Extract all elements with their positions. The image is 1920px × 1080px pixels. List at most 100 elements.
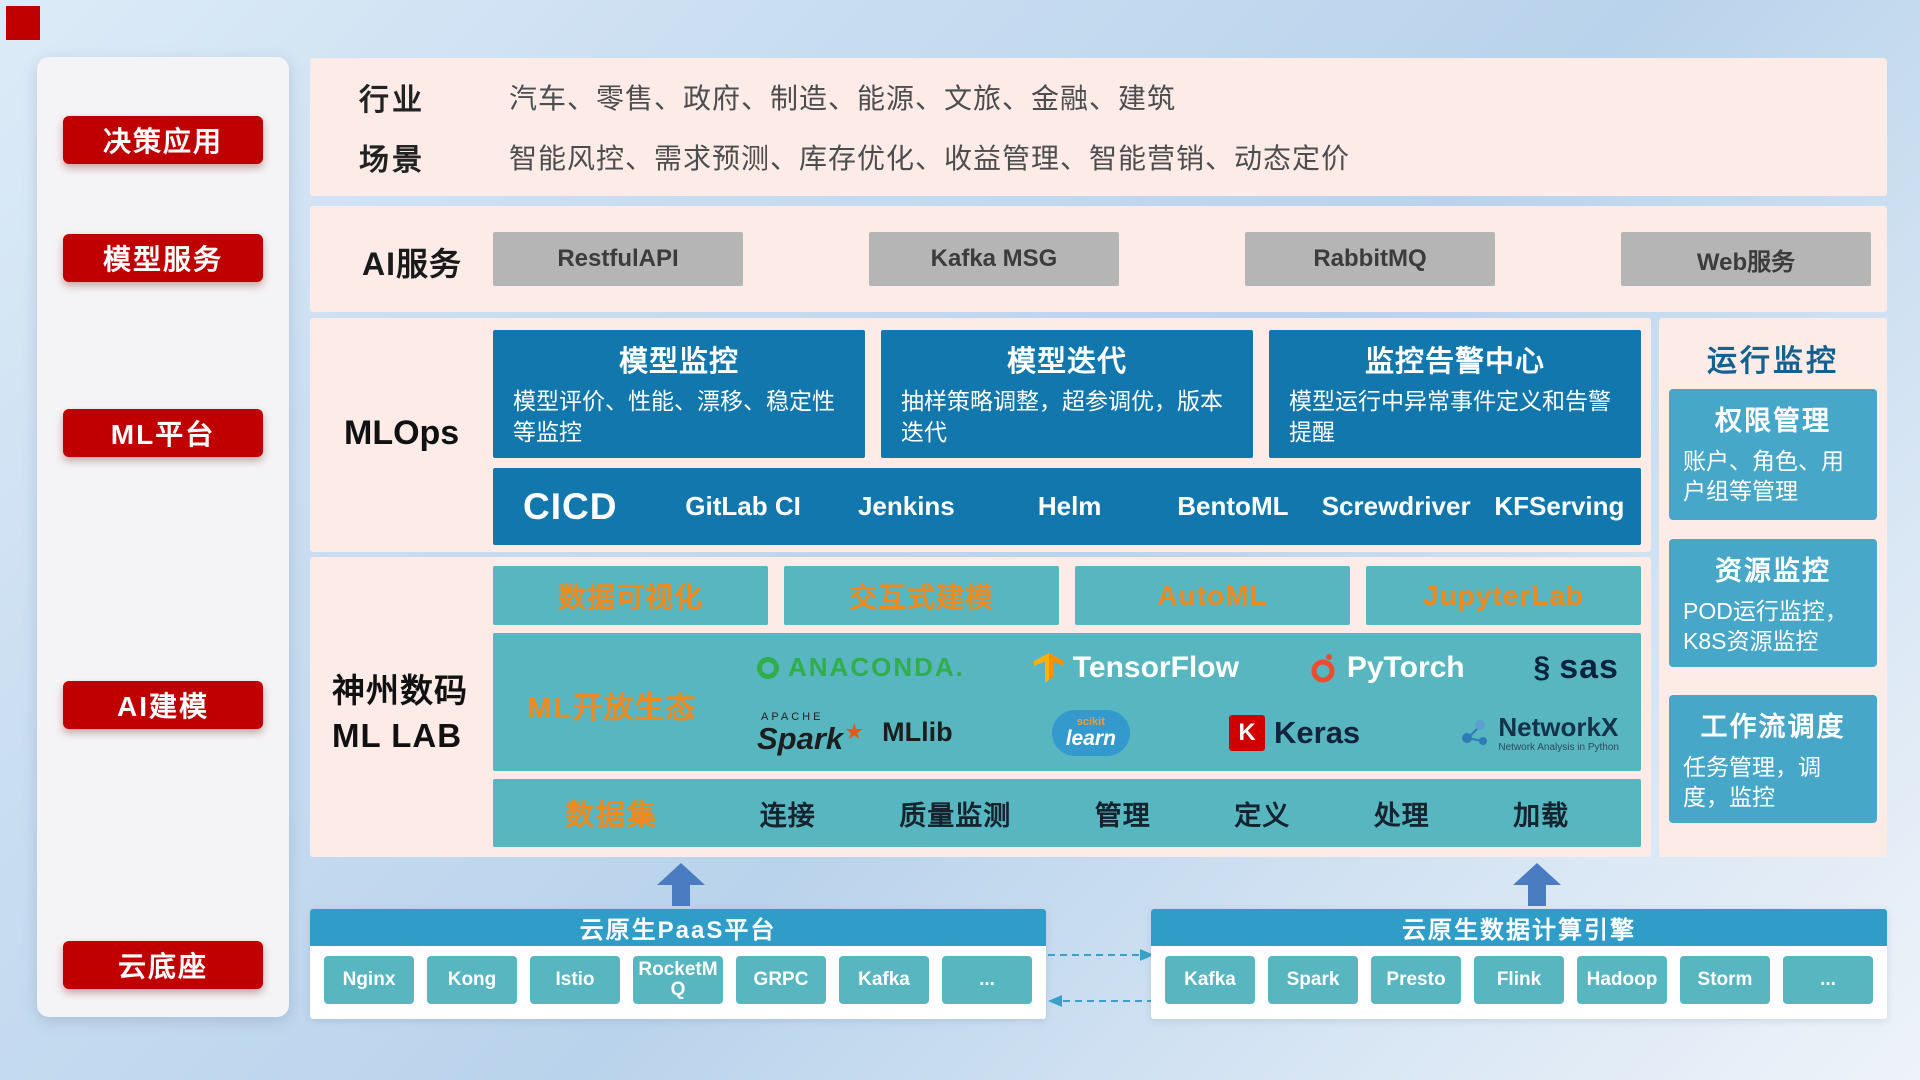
sidebar-item-ml-platform: ML平台	[63, 409, 263, 457]
sidebar-item-ai-modeling: AI建模	[63, 681, 263, 729]
sas-wordmark: sas	[1559, 648, 1619, 687]
permission-management-card: 权限管理 账户、角色、用户组等管理	[1669, 389, 1877, 520]
kfserving-item: KFServing	[1494, 491, 1625, 521]
scikit-learn-icon: scikit learn	[1051, 709, 1130, 756]
anaconda-logo: ANACONDA.	[757, 652, 965, 683]
paas-platform-title: 云原生PaaS平台	[310, 909, 1046, 946]
spark-wordmark: Spark	[757, 720, 844, 756]
ml-open-ecosystem-box: ML开放生态 ANACONDA. TensorFlow	[493, 633, 1641, 771]
exchange-arrows-icon	[1048, 949, 1154, 1007]
istio-chip: Istio	[530, 956, 620, 1004]
more-chip: ...	[942, 956, 1032, 1004]
engine-spark-chip: Spark	[1268, 956, 1358, 1004]
rabbitmq-block: RabbitMQ	[1245, 232, 1495, 286]
workflow-scheduling-title: 工作流调度	[1700, 712, 1846, 742]
dataset-item-quality: 质量监测	[899, 800, 1012, 831]
networkx-logo: NetworkX Network Analysis in Python	[1459, 713, 1619, 753]
kafka-msg-block: Kafka MSG	[869, 232, 1119, 286]
nginx-chip: Nginx	[324, 956, 414, 1004]
corner-accent-square	[6, 6, 40, 40]
model-monitoring-desc: 模型评价、性能、漂移、稳定性等监控	[513, 388, 835, 446]
model-iteration-title: 模型迭代	[1006, 346, 1127, 378]
dataset-bar: 数据集 连接 质量监测 管理 定义 处理 加载	[493, 779, 1641, 847]
sas-logo: § sas	[1534, 648, 1619, 687]
permission-management-desc: 账户、角色、用户组等管理	[1683, 448, 1844, 505]
screwdriver-item: Screwdriver	[1321, 491, 1471, 521]
grpc-chip: GRPC	[736, 956, 826, 1004]
jenkins-item: Jenkins	[857, 491, 955, 521]
sidebar-item-decision-apps: 决策应用	[63, 116, 263, 164]
ecosystem-logos: ANACONDA. TensorFlow	[749, 637, 1627, 767]
alert-center-card: 监控告警中心 模型运行中异常事件定义和告警提醒	[1269, 330, 1641, 458]
runtime-monitor-panel: 运行监控 权限管理 账户、角色、用户组等管理 资源监控 POD运行监控，K8S资…	[1659, 318, 1887, 857]
tensorflow-logo: TensorFlow	[1033, 650, 1239, 685]
helm-item: Helm	[1037, 491, 1102, 521]
automl-block: AutoML	[1075, 566, 1350, 625]
restful-api-block: RestfulAPI	[493, 232, 743, 286]
dataset-item-manage: 管理	[1094, 800, 1151, 831]
networkx-wordmark: NetworkX	[1498, 711, 1619, 742]
ai-service-label: AI服务	[362, 246, 463, 282]
workflow-scheduling-card: 工作流调度 任务管理，调度，监控	[1669, 695, 1877, 823]
dataset-item-load: 加载	[1513, 800, 1570, 831]
interactive-modeling-block: 交互式建模	[784, 566, 1059, 625]
mllab-tools: 数据可视化 交互式建模 AutoML JupyterLab	[493, 566, 1641, 625]
jupyterlab-block: JupyterLab	[1366, 566, 1641, 625]
model-iteration-card: 模型迭代 抽样策略调整，超参调优，版本迭代	[881, 330, 1253, 458]
anaconda-icon	[757, 656, 779, 679]
scenario-label: 场景	[359, 144, 425, 178]
industry-value: 汽车、零售、政府、制造、能源、文旅、金融、建筑	[509, 82, 1177, 114]
engine-flink-chip: Flink	[1474, 956, 1564, 1004]
alert-center-title: 监控告警中心	[1364, 346, 1545, 378]
bentoml-item: BentoML	[1177, 491, 1289, 521]
pytorch-wordmark: PyTorch	[1346, 650, 1465, 684]
alert-center-desc: 模型运行中异常事件定义和告警提醒	[1289, 388, 1611, 446]
mllib-wordmark: MLlib	[882, 717, 953, 748]
ecosystem-logo-row-2: APACHE Spark MLlib scikit learn	[749, 709, 1627, 756]
model-monitoring-title: 模型监控	[618, 346, 739, 378]
permission-management-title: 权限管理	[1715, 406, 1831, 436]
workflow-scheduling-desc: 任务管理，调度，监控	[1683, 754, 1821, 811]
mllab-label-line2: ML LAB	[332, 716, 463, 754]
mlops-panel: MLOps 模型监控 模型评价、性能、漂移、稳定性等监控 模型迭代 抽样策略调整…	[310, 318, 1651, 552]
resource-monitoring-title: 资源监控	[1715, 556, 1831, 586]
ml-open-ecosystem-label: ML开放生态	[527, 692, 697, 725]
engine-components: Kafka Spark Presto Flink Hadoop Storm ..…	[1151, 946, 1887, 1004]
resource-monitoring-desc: POD运行监控，K8S资源监控	[1683, 598, 1848, 655]
ai-service-buttons: RestfulAPI Kafka MSG RabbitMQ Web服务	[493, 232, 1871, 286]
paas-components: Nginx Kong Istio RocketMQ GRPC Kafka ...	[310, 946, 1046, 1004]
paas-up-arrow-icon	[657, 863, 705, 906]
dataset-item-define: 定义	[1234, 800, 1291, 831]
networkx-subcaption: Network Analysis in Python	[1498, 741, 1619, 753]
resource-monitoring-card: 资源监控 POD运行监控，K8S资源监控	[1669, 539, 1877, 667]
learn-wordmark: learn	[1065, 726, 1116, 750]
cicd-bar: CICD GitLab CI Jenkins Helm BentoML Scre…	[493, 468, 1641, 545]
cicd-label: CICD	[523, 485, 618, 527]
scenario-line: 场景 智能风控、需求预测、库存优化、收益管理、智能营销、动态定价	[359, 135, 1887, 179]
data-visualization-block: 数据可视化	[493, 566, 768, 625]
cicd-items: GitLab CI Jenkins Helm BentoML Screwdriv…	[661, 491, 1641, 522]
scenario-value: 智能风控、需求预测、库存优化、收益管理、智能营销、动态定价	[509, 143, 1351, 175]
dataset-item-process: 处理	[1373, 800, 1430, 831]
scikit-caption: scikit	[1076, 715, 1105, 728]
tensorflow-wordmark: TensorFlow	[1072, 650, 1239, 684]
keras-logo: K Keras	[1229, 714, 1360, 751]
paas-platform-panel: 云原生PaaS平台 Nginx Kong Istio RocketMQ GRPC…	[310, 909, 1046, 1019]
sidebar-item-cloud-base: 云底座	[63, 941, 263, 989]
rocketmq-chip: RocketMQ	[633, 956, 723, 1004]
gitlab-ci-item: GitLab CI	[685, 491, 801, 521]
kafka-chip: Kafka	[839, 956, 929, 1004]
industry-scenario-panel: 行业 汽车、零售、政府、制造、能源、文旅、金融、建筑 场景 智能风控、需求预测、…	[310, 58, 1887, 196]
anaconda-wordmark: ANACONDA.	[788, 652, 965, 683]
model-iteration-desc: 抽样策略调整，超参调优，版本迭代	[901, 388, 1223, 446]
engine-kafka-chip: Kafka	[1165, 956, 1255, 1004]
sidebar-item-model-service: 模型服务	[63, 234, 263, 282]
ecosystem-logo-row-1: ANACONDA. TensorFlow	[749, 648, 1627, 687]
engine-more-chip: ...	[1783, 956, 1873, 1004]
mlops-cards: 模型监控 模型评价、性能、漂移、稳定性等监控 模型迭代 抽样策略调整，超参调优，…	[493, 330, 1641, 458]
spark-wordmark-group: APACHE Spark	[757, 711, 863, 756]
industry-label: 行业	[359, 83, 425, 117]
pytorch-logo: PyTorch	[1308, 651, 1465, 685]
data-compute-engine-title: 云原生数据计算引擎	[1151, 909, 1887, 946]
